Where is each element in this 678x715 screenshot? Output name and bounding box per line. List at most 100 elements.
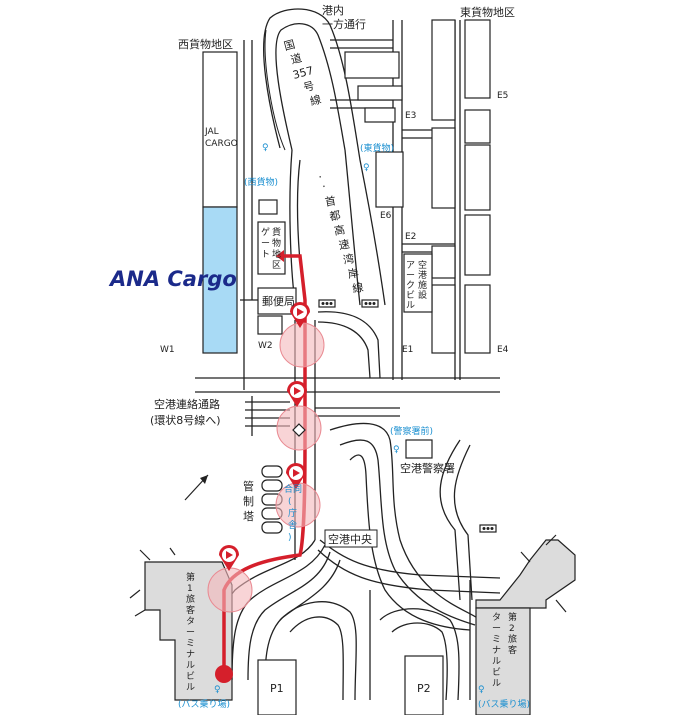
svg-text:·: · [317,170,323,183]
post-office [257,287,297,315]
svg-text:ー: ー [261,239,270,249]
svg-text:制: 制 [243,495,254,508]
route357-label: 国 道 357 号 線 [283,38,323,109]
zone-e1: E1 [402,345,413,355]
svg-text:タ: タ [492,612,501,623]
svg-text:ル: ル [492,679,501,689]
svg-text:ア: ア [406,261,415,271]
terminal1-label: 第 1 旅 客 タ ー ミ ナ ル ビ ル [186,571,195,693]
svg-text:ー: ー [492,624,501,634]
route-marker-pin-icon[interactable] [286,463,306,489]
junction-icon [292,423,306,437]
svg-text:ビ: ビ [492,667,501,678]
post-office-label: 郵便局 [262,295,295,308]
west-cargo-district-label: 西貨物地区 [178,37,233,51]
svg-text:速: 速 [338,238,351,253]
svg-text:ビ: ビ [406,290,415,301]
svg-text:(: ( [288,497,292,507]
bus-stop-t1-label: (バス乗り場) [178,698,230,710]
one-way-label: 一方通行 [322,17,366,31]
buildings [202,19,497,715]
ana-cargo-logo: ANA Cargo [108,267,237,291]
airport-connector [245,401,290,427]
svg-text:合同: 合同 [284,483,302,495]
svg-text:ル: ル [186,683,195,693]
police-building [405,439,433,459]
svg-text:ゲ: ゲ [261,226,270,238]
facility-arc-label: 空 港 施 設 ア ー ク ビ ル [406,259,427,311]
route-marker-pin-icon[interactable] [287,381,307,407]
zone-e5: E5 [497,91,508,101]
route-layer [207,250,325,683]
route-arrow-icon [276,250,284,262]
p1-label: P1 [270,682,284,695]
svg-text:ル: ル [492,657,501,667]
terminal2-wing [475,539,576,609]
airport-center-label: 空港中央 [328,532,372,546]
jal-cargo-building [202,51,238,208]
route357-west-b [289,149,297,311]
ana-cargo-building [202,206,238,354]
expressway-inner [344,149,361,306]
stop-nishi-label: (西貨物) [244,176,278,188]
svg-text:第: 第 [186,571,195,583]
svg-text:客: 客 [186,604,195,616]
svg-text:ナ: ナ [492,645,501,656]
svg-text:岸: 岸 [347,266,360,281]
svg-text:2: 2 [509,624,515,634]
svg-text:号: 号 [302,79,316,94]
cargo-gate-label: 貨 物 地 区 ゲ ー ト [261,226,281,271]
svg-text:ナ: ナ [186,649,195,660]
stop-keisatsu-label: (警察署前) [390,425,433,437]
svg-text:ト: ト [261,250,270,260]
zone-w1: W1 [160,345,175,355]
svg-text:ビ: ビ [186,671,195,682]
airport-center-sign [324,529,378,548]
zone-w2: W2 [258,341,273,351]
svg-text:ミ: ミ [186,639,195,649]
svg-text:ル: ル [406,301,415,311]
zone-e6: E6 [380,211,392,221]
parking-p2 [404,655,444,715]
svg-text:1: 1 [187,584,193,594]
svg-text:区: 区 [272,260,281,271]
svg-text:): ) [288,533,292,543]
svg-text:旅: 旅 [186,593,195,605]
chosha-label: 合同 ( 庁 舎 ) [284,483,302,543]
parking-p1 [257,659,297,715]
bus-stop-t2-label: (バス乗り場) [478,698,530,710]
route-marker-pin-icon[interactable] [219,545,239,571]
svg-text:第: 第 [508,611,517,623]
svg-text:貨: 貨 [272,226,281,238]
expressway-label: · · 首 都 高 速 湾 岸 線 [317,170,364,295]
svg-text:タ: タ [186,616,195,627]
route-marker-pin-icon[interactable] [290,302,310,328]
svg-text:舎: 舎 [288,520,297,531]
zone-e4: E4 [497,345,509,355]
terminal2-building [475,607,531,715]
airport-connector-sub-label: (環状8号線へ) [150,413,221,427]
svg-text:地: 地 [272,248,281,260]
control-tower-label: 管 制 塔 [243,479,254,523]
svg-text:357: 357 [291,64,315,82]
svg-text:空: 空 [418,259,427,271]
svg-text:庁: 庁 [288,507,297,519]
svg-text:湾: 湾 [342,251,355,267]
svg-text:管: 管 [243,479,254,493]
svg-text:ル: ル [186,661,195,671]
svg-text:物: 物 [272,237,281,249]
port-label: 港内 [322,3,344,17]
svg-text:ー: ー [186,628,195,638]
start-point-icon[interactable] [215,665,233,683]
svg-text:首: 首 [324,193,337,209]
svg-text:都: 都 [328,209,341,224]
north-arrow-icon [184,474,209,501]
svg-text:港: 港 [418,269,427,281]
bus-stop-icon: ♀ [363,163,370,173]
svg-text:旅: 旅 [508,633,517,645]
bus-stop-icon: ♀ [393,445,400,455]
route357-outer [263,8,386,306]
svg-text:ー: ー [406,271,415,281]
route357-inner [275,23,346,151]
